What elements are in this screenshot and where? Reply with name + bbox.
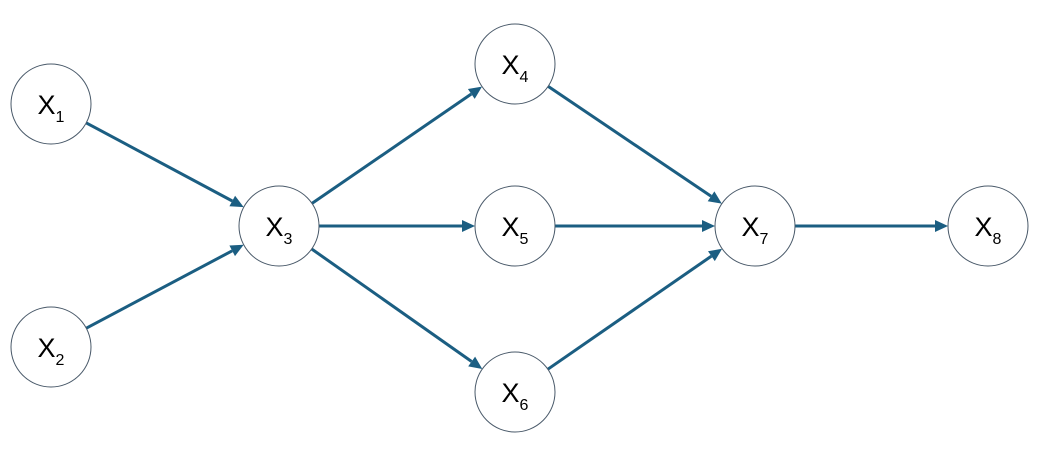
svg-text:X8: X8	[975, 212, 1002, 248]
edges	[85, 85, 948, 371]
arrowhead	[468, 356, 483, 369]
node-x1-base: X	[38, 90, 56, 120]
edge-line	[310, 247, 473, 363]
edge-line	[547, 254, 713, 371]
node-x4-base: X	[502, 50, 520, 80]
node-x3-sub: 3	[284, 231, 293, 248]
edge-x6-x7	[547, 248, 723, 371]
node-x6-circle	[474, 351, 556, 433]
node-x7: X7	[714, 185, 796, 267]
node-x6-sub: 6	[520, 397, 529, 414]
arrowhead	[467, 86, 482, 99]
node-x2-sub: 2	[56, 352, 65, 369]
edge-x3-x6	[310, 247, 483, 369]
node-x5-circle	[474, 185, 556, 267]
arrowhead	[702, 220, 715, 232]
edge-line	[85, 249, 233, 330]
edge-x2-x3	[85, 244, 244, 330]
node-x7-base: X	[742, 212, 760, 242]
edge-x1-x3	[85, 121, 244, 208]
edge-x3-x4	[311, 86, 482, 205]
edge-x5-x7	[555, 220, 715, 232]
arrowhead	[707, 191, 722, 204]
node-x6: X6	[474, 351, 556, 433]
node-x7-circle	[714, 185, 796, 267]
node-x4-circle	[474, 23, 556, 105]
arrowhead	[935, 220, 948, 232]
svg-text:X3: X3	[266, 212, 293, 248]
node-x3-circle	[238, 185, 320, 267]
svg-text:X1: X1	[38, 90, 65, 126]
node-x1: X1	[10, 63, 92, 145]
node-x3-base: X	[266, 212, 284, 242]
svg-text:X6: X6	[502, 378, 529, 414]
arrowhead	[462, 220, 475, 232]
node-x5-sub: 5	[520, 231, 529, 248]
node-x8-base: X	[975, 212, 993, 242]
node-x1-circle	[10, 63, 92, 145]
node-x8-sub: 8	[993, 231, 1002, 248]
arrowhead	[229, 244, 244, 257]
node-x4-sub: 4	[520, 69, 529, 86]
svg-text:X5: X5	[502, 212, 529, 248]
nodes: X1 X2 X3 X4 X5	[10, 23, 1029, 433]
edge-x3-x5	[319, 220, 475, 232]
edge-x4-x7	[547, 85, 722, 204]
edge-line	[311, 92, 473, 205]
svg-text:X4: X4	[502, 50, 529, 86]
edge-x7-x8	[795, 220, 948, 232]
arrowhead	[229, 195, 244, 208]
svg-text:X7: X7	[742, 212, 769, 248]
node-x8-circle	[947, 185, 1029, 267]
node-x5: X5	[474, 185, 556, 267]
node-x3: X3	[238, 185, 320, 267]
node-x7-sub: 7	[760, 231, 769, 248]
node-x6-base: X	[502, 378, 520, 408]
node-x2-base: X	[38, 333, 56, 363]
svg-text:X2: X2	[38, 333, 65, 369]
node-x1-sub: 1	[56, 109, 65, 126]
arrowhead	[708, 248, 723, 262]
edge-line	[85, 121, 234, 203]
node-x2-circle	[10, 306, 92, 388]
node-x8: X8	[947, 185, 1029, 267]
edge-line	[547, 85, 712, 198]
node-x2: X2	[10, 306, 92, 388]
node-x5-base: X	[502, 212, 520, 242]
node-x4: X4	[474, 23, 556, 105]
